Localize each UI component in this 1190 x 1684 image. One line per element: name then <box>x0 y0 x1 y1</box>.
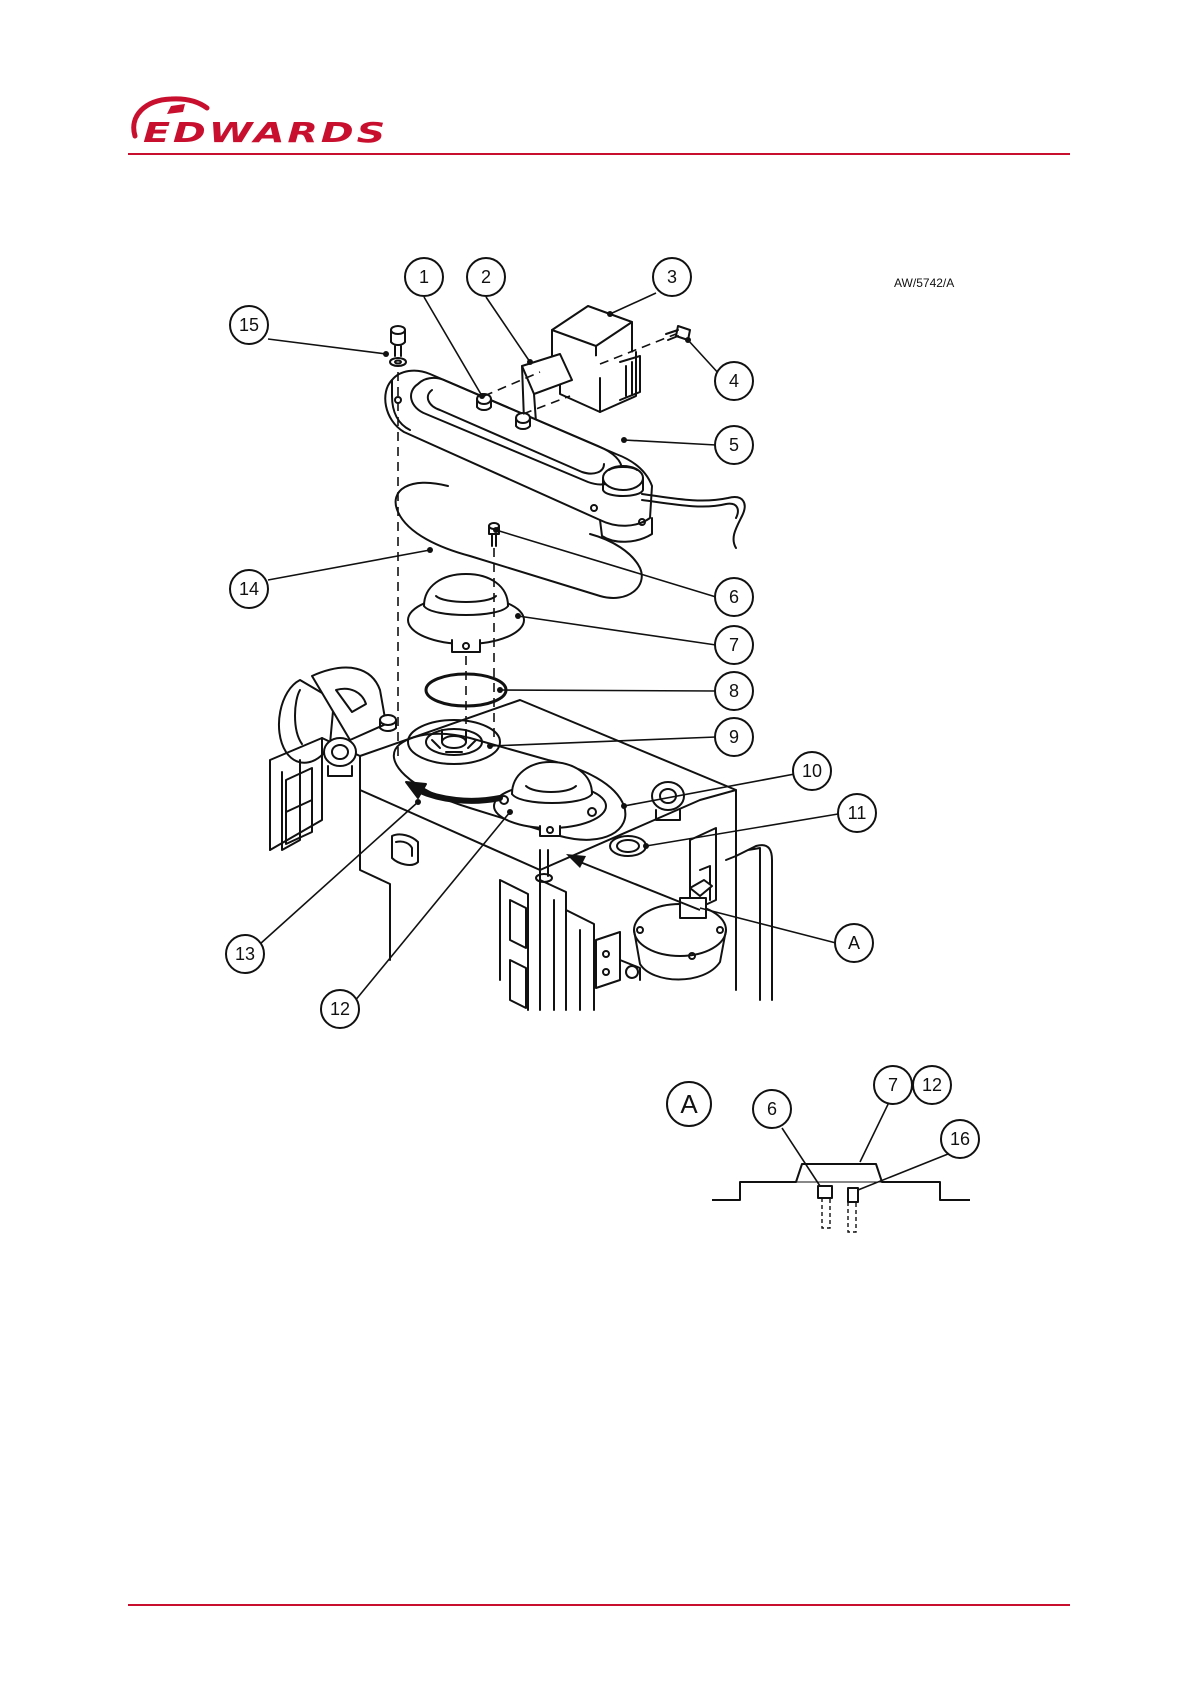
callout-10: 10 <box>802 761 822 781</box>
callout-A: A <box>848 933 860 953</box>
detail-callout-12: 12 <box>922 1075 942 1095</box>
callout-14: 14 <box>239 579 259 599</box>
callout-12: 12 <box>330 999 350 1019</box>
callout-11: 11 <box>848 803 867 823</box>
gearbox-body <box>270 668 772 1010</box>
screw-part-6 <box>489 523 499 546</box>
detail-a-section: A 6 7 12 16 <box>667 1066 979 1232</box>
callout-5: 5 <box>729 435 739 455</box>
detail-a-label: A <box>680 1089 698 1119</box>
detail-callout-7: 7 <box>888 1075 898 1095</box>
detail-callout-6: 6 <box>767 1099 777 1119</box>
callout-2: 2 <box>481 267 491 287</box>
callout-8: 8 <box>729 681 739 701</box>
callout-1: 1 <box>419 267 429 287</box>
callout-3: 3 <box>667 267 677 287</box>
screw-washer-part-15 <box>390 326 406 366</box>
motor-part-3 <box>552 306 640 412</box>
bearing-cap-part-7 <box>408 574 524 652</box>
callout-4: 4 <box>729 371 739 391</box>
callout-7: 7 <box>729 635 739 655</box>
callout-13: 13 <box>235 944 255 964</box>
callout-6: 6 <box>729 587 739 607</box>
detail-callout-16: 16 <box>950 1129 970 1149</box>
callout-15: 15 <box>239 315 259 335</box>
callout-9: 9 <box>729 727 739 747</box>
